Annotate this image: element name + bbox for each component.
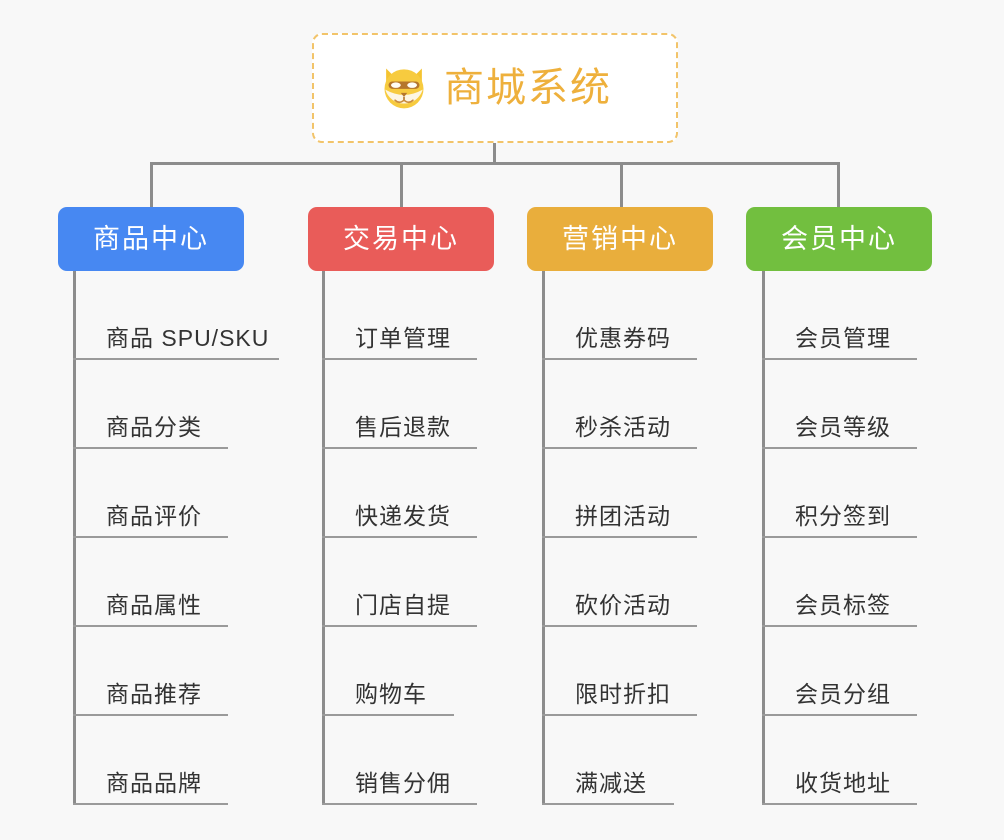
leaf-label: 商品推荐	[106, 681, 202, 707]
leaf-item[interactable]: 限时折扣	[542, 627, 697, 716]
leaf-item[interactable]: 商品 SPU/SKU	[73, 271, 279, 360]
leaf-label: 会员管理	[795, 325, 891, 351]
category-box-product[interactable]: 商品中心	[58, 207, 244, 271]
leaf-item[interactable]: 满减送	[542, 716, 674, 805]
leaf-label: 收货地址	[795, 770, 891, 796]
connector-horizontal-bus	[150, 162, 840, 165]
leaf-label: 会员等级	[795, 414, 891, 440]
leaf-item[interactable]: 会员等级	[762, 360, 917, 449]
leaf-label: 商品品牌	[106, 770, 202, 796]
leaf-label: 商品分类	[106, 414, 202, 440]
leaf-label: 商品属性	[106, 592, 202, 618]
category-box-member[interactable]: 会员中心	[746, 207, 932, 271]
leaf-item[interactable]: 收货地址	[762, 716, 917, 805]
leaf-item[interactable]: 售后退款	[322, 360, 477, 449]
leaf-item[interactable]: 快递发货	[322, 449, 477, 538]
leaf-item[interactable]: 订单管理	[322, 271, 477, 360]
leaf-item[interactable]: 拼团活动	[542, 449, 697, 538]
connector-root-stem	[493, 143, 496, 164]
leaf-item[interactable]: 门店自提	[322, 538, 477, 627]
category-label-marketing: 营销中心	[562, 223, 678, 254]
leaf-item[interactable]: 砍价活动	[542, 538, 697, 627]
category-box-trade[interactable]: 交易中心	[308, 207, 494, 271]
category-label-product: 商品中心	[93, 223, 209, 254]
leaf-label: 优惠券码	[575, 325, 671, 351]
leaf-label: 订单管理	[355, 325, 451, 351]
root-title: 商城系统	[444, 66, 612, 110]
connector-drop-4	[837, 162, 840, 209]
leaf-item[interactable]: 销售分佣	[322, 716, 477, 805]
leaf-label: 商品评价	[106, 503, 202, 529]
connector-drop-3	[620, 162, 623, 209]
leaf-label: 购物车	[355, 681, 427, 707]
leaf-label: 会员标签	[795, 592, 891, 618]
category-box-marketing[interactable]: 营销中心	[527, 207, 713, 271]
leaf-item[interactable]: 会员标签	[762, 538, 917, 627]
leaf-item[interactable]: 秒杀活动	[542, 360, 697, 449]
leaf-label: 满减送	[575, 770, 647, 796]
category-label-member: 会员中心	[781, 223, 897, 254]
branch-trunk-product	[73, 271, 76, 805]
leaf-label: 快递发货	[355, 503, 451, 529]
leaf-label: 售后退款	[355, 414, 451, 440]
leaf-item[interactable]: 会员管理	[762, 271, 917, 360]
leaf-item[interactable]: 积分签到	[762, 449, 917, 538]
leaf-item[interactable]: 商品推荐	[73, 627, 228, 716]
branch-trunk-marketing	[542, 271, 545, 805]
leaf-item[interactable]: 会员分组	[762, 627, 917, 716]
leaf-label: 拼团活动	[575, 503, 671, 529]
leaf-label: 砍价活动	[575, 592, 671, 618]
connector-drop-2	[400, 162, 403, 209]
leaf-label: 限时折扣	[575, 681, 671, 707]
connector-drop-1	[150, 162, 153, 209]
leaf-label: 秒杀活动	[575, 414, 671, 440]
leaf-item[interactable]: 商品分类	[73, 360, 228, 449]
leaf-item[interactable]: 商品属性	[73, 538, 228, 627]
leaf-item[interactable]: 商品品牌	[73, 716, 228, 805]
dog-face-icon	[378, 62, 430, 114]
branch-trunk-trade	[322, 271, 325, 805]
leaf-item[interactable]: 购物车	[322, 627, 454, 716]
leaf-label: 销售分佣	[355, 770, 451, 796]
leaf-label: 门店自提	[355, 592, 451, 618]
root-node[interactable]: 商城系统	[312, 33, 678, 143]
leaf-item[interactable]: 优惠券码	[542, 271, 697, 360]
leaf-label: 会员分组	[795, 681, 891, 707]
leaf-label: 积分签到	[795, 503, 891, 529]
branch-trunk-member	[762, 271, 765, 805]
leaf-item[interactable]: 商品评价	[73, 449, 228, 538]
category-label-trade: 交易中心	[343, 223, 459, 254]
leaf-label: 商品 SPU/SKU	[106, 325, 270, 351]
